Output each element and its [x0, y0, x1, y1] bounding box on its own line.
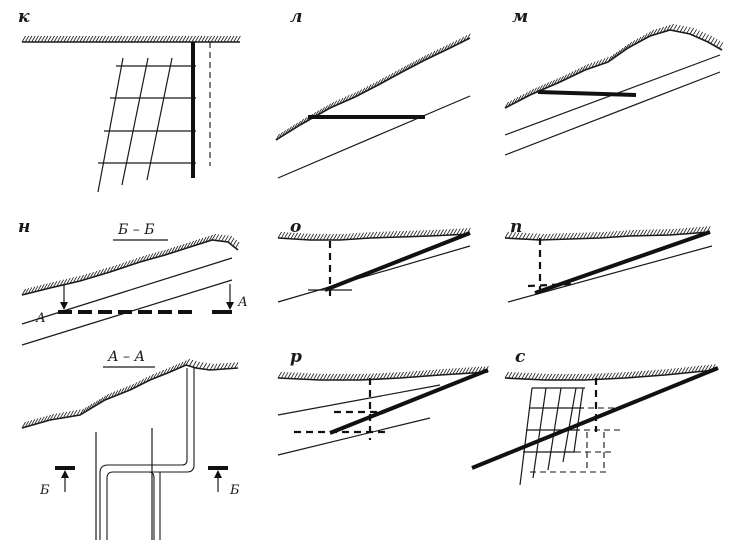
panel-o-label: о [290, 217, 301, 237]
panel-l-label: л [290, 7, 302, 27]
panel-p: п [504, 217, 713, 303]
panel-r: р [277, 347, 489, 456]
panel-p-crosscut [527, 282, 573, 288]
panel-n-cut-label-right: А [237, 295, 248, 310]
panel-n-label: н [18, 217, 30, 237]
panel-aa-section-title: А – А [107, 349, 145, 365]
panel-p-ground-surface-hatching [504, 226, 711, 241]
panel-l-ground-surface [275, 37, 471, 141]
panel-aa-working-outer [99, 368, 188, 540]
panel-o-incline [324, 231, 471, 292]
panel-aa-cut-arrow-right-head [214, 470, 222, 478]
panel-aa-ground-surface [21, 364, 239, 429]
panel-m-ground-surface [504, 29, 723, 109]
panel-k-grid [97, 57, 196, 193]
panel-n-cut-arrow-left-head [60, 302, 68, 310]
panel-r-ground-surface-hatching [277, 365, 489, 381]
panel-r-seam-roof [277, 384, 441, 416]
panel-aa-cut-label-left: Б [39, 483, 50, 498]
panel-k-ground-surface-hatching [21, 35, 241, 43]
panel-m-seam-floor [504, 71, 721, 156]
panel-o-seam-line [277, 245, 471, 303]
panel-n-seam-roof [21, 257, 233, 325]
panel-r-label: р [290, 347, 302, 367]
panel-p-label: п [510, 217, 522, 237]
panel-n-cut-label-left: А [35, 311, 46, 326]
panel-o-ground-surface-hatching [277, 227, 471, 241]
panel-o: о [277, 217, 471, 303]
panel-aa-cut-label-right: Б [229, 483, 240, 498]
panel-s-label: с [515, 347, 526, 367]
panel-r-seam-floor [277, 417, 431, 456]
panel-n-section-title: Б – Б [117, 222, 154, 238]
panel-s-ground-surface-hatching [504, 364, 716, 381]
panel-n-ground-surface-hatching [21, 233, 240, 296]
panel-r-ground-surface [277, 371, 489, 381]
panel-aa-branch-outer [148, 471, 155, 540]
panel-r-incline [329, 368, 489, 435]
panel-m-label: м [512, 7, 528, 27]
panel-aa-cut-arrow-left-head [61, 470, 69, 478]
panel-k: к [18, 7, 241, 193]
panel-p-incline [534, 230, 711, 295]
panel-s-ground-surface [504, 369, 716, 381]
panel-k-label: к [18, 7, 30, 27]
panel-s: с [471, 347, 719, 486]
panel-m: м [504, 7, 724, 156]
panel-n-cut-arrow-right-head [226, 302, 234, 310]
panel-section-aa: А – А Б Б [21, 349, 240, 540]
panel-l-seam-line [277, 95, 471, 179]
panel-m-adit [537, 90, 637, 97]
panel-s-projected-grid [530, 407, 622, 473]
panel-n: н Б – Б А А [18, 217, 248, 346]
panel-n-ground-surface [21, 239, 239, 296]
panel-o-ground-surface [277, 233, 471, 241]
panel-l: л [275, 7, 471, 179]
panel-s-grid [519, 387, 585, 486]
